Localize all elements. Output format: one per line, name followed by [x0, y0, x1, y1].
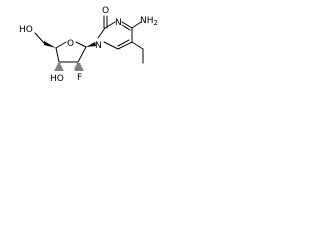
carbonyl-bond — [103, 15, 108, 29]
c5-hydroxyl-bond — [34, 32, 45, 44]
sugar-ring — [55, 41, 87, 63]
fluorine-label: F — [77, 73, 82, 83]
n3-label: N — [115, 18, 122, 28]
hydroxyl-3-label: HO — [50, 74, 64, 84]
amine-label: NH2 — [140, 16, 158, 27]
ethyl-group — [131, 41, 144, 64]
c3-hydroxyl-hash-bond — [54, 63, 64, 71]
glycosidic-wedge-bond — [86, 42, 96, 47]
ring-oxygen-label: O — [67, 39, 74, 49]
hydroxyl-5-label: HO — [19, 25, 33, 35]
carbonyl-oxygen-label: O — [102, 6, 109, 16]
n1-label: N — [95, 41, 102, 51]
fluorine-hash-bond — [74, 63, 84, 71]
c4-c5-wedge-bond — [44, 41, 56, 48]
chemical-structure-diagram: O N NH2 N O HO HO F — [19, 6, 158, 84]
amine-bond — [131, 21, 142, 29]
